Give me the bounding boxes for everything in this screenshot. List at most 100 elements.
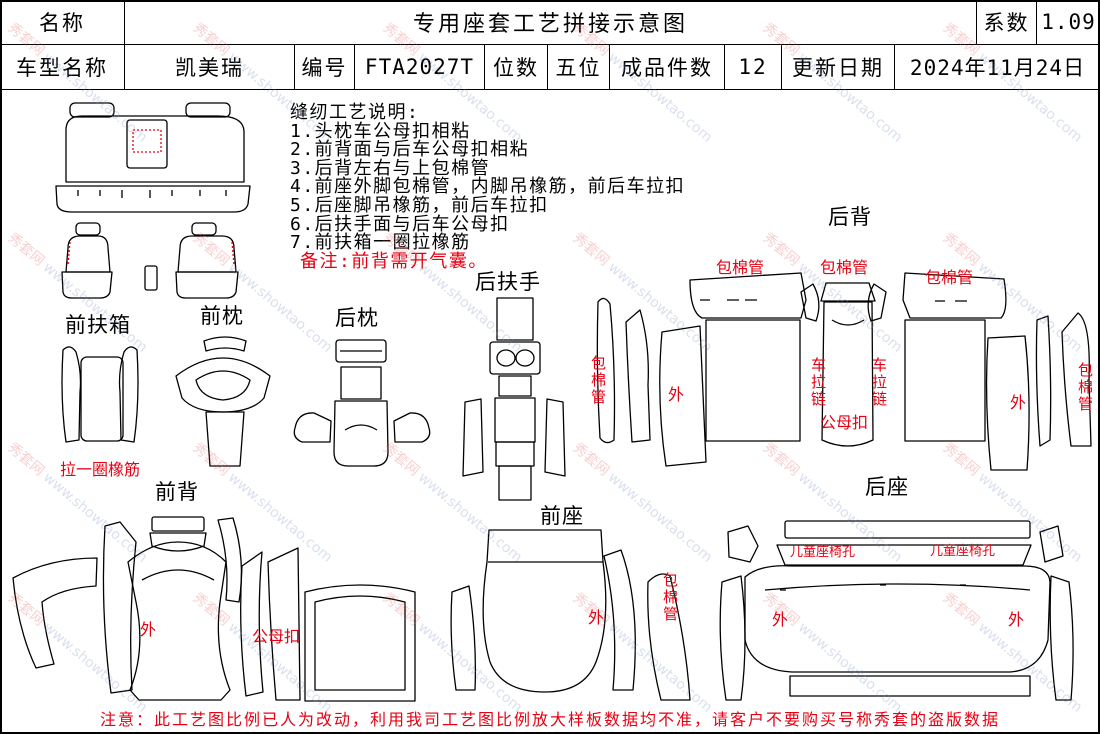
- front-box-left-strip: [61, 346, 82, 443]
- section-label-front-headrest: 前枕: [200, 304, 244, 328]
- front-seat-right-strip: [603, 549, 636, 691]
- annotation-piping-vertical: 包棉管: [589, 355, 607, 406]
- front-headrest-back: [205, 411, 245, 467]
- section-label-front-back: 前背: [155, 480, 199, 504]
- rear-back-right-side: [985, 335, 1030, 471]
- overview-cushion: [55, 185, 251, 213]
- rear-armrest-side-right: [544, 398, 566, 477]
- note-item: 4.前座外脚包棉管，内脚吊橡筋，前后车拉扣: [290, 176, 686, 198]
- notes-heading: 缝纫工艺说明:: [290, 102, 420, 123]
- rear-armrest-pieces: [462, 297, 566, 501]
- overview-front-left-back: [65, 235, 111, 273]
- front-back-right-curve-1: [240, 551, 264, 697]
- rear-armrest-cupholder-left: [496, 349, 516, 367]
- section-label-front-seat: 前座: [540, 504, 584, 528]
- rear-seat-cushion: [744, 565, 1051, 673]
- header-row-1: 名称 专用座套工艺拼接示意图 系数 1.09: [0, 0, 1100, 45]
- overview-front-right-back: [177, 235, 237, 273]
- annotation-outer: 外: [668, 385, 685, 404]
- pieces-value: 12: [725, 45, 782, 89]
- rear-seat-child-seat-strip: [776, 544, 1032, 566]
- note-item: 6.后扶手面与后车公母扣: [290, 213, 510, 235]
- rear-back-far-left-strip: [596, 297, 616, 444]
- overview-backrest: [65, 115, 245, 183]
- sewing-notes: 缝纫工艺说明: 1.头枕车公母扣相粘 2.前背面与后车公母扣相粘 3.后背左右与…: [290, 102, 686, 272]
- rear-back-center-flap-right: [867, 283, 887, 322]
- rear-seat-right-small: [1039, 525, 1064, 563]
- coefficient-label: 系数: [977, 0, 1037, 44]
- rear-headrest-top: [335, 339, 387, 363]
- rear-seat-cushion-seam: [764, 583, 1031, 591]
- annotation-outer: 外: [772, 610, 789, 629]
- annotation-outer: 外: [1008, 610, 1025, 629]
- model-value: 凯美瑞: [125, 45, 295, 89]
- annotation-piping: 包棉管: [925, 268, 974, 287]
- annotation-piping-vertical: 包棉管: [661, 572, 679, 623]
- note-item: 2.前背面与后车公母扣相粘: [290, 139, 530, 161]
- front-back-left-curve: [12, 557, 98, 669]
- front-seat-left-strip: [450, 585, 477, 691]
- rear-armrest-cupholder-right: [515, 349, 535, 367]
- rear-armrest-cupholder-panel: [489, 341, 541, 375]
- rear-seat-left-small: [727, 525, 759, 563]
- annotation-outer: 外: [1010, 393, 1027, 412]
- front-back-pieces: [12, 516, 416, 702]
- sheet-title: 专用座套工艺拼接示意图: [125, 0, 977, 44]
- overview-front-right-headrest: [191, 222, 217, 236]
- front-headrest-main: [175, 357, 271, 413]
- annotation-snap: 公母扣: [820, 413, 869, 432]
- rear-back-center-seam: [831, 319, 865, 326]
- notes-remark: 备注:前背需开气囊。: [300, 250, 488, 272]
- note-item: 5.后座脚吊橡筋，前后车拉扣: [290, 194, 549, 216]
- overview-headrest-left: [69, 102, 115, 118]
- note-item: 3.后背左右与上包棉管: [290, 157, 491, 179]
- annotation-zipper: 车拉链: [809, 357, 827, 408]
- note-item: 7.前扶箱一圈拉橡筋: [290, 232, 471, 254]
- annotation-child-seat-hole: 儿童座椅孔: [790, 545, 856, 560]
- front-seat-main: [482, 529, 607, 693]
- rear-back-right-top-panel: [902, 272, 1007, 319]
- model-label: 车型名称: [0, 45, 125, 89]
- rear-seat-top-strip: [784, 520, 1031, 539]
- overview-armrest: [126, 119, 168, 169]
- rear-armrest-front: [498, 375, 532, 397]
- rear-headrest-front-seam: [344, 424, 378, 431]
- front-back-headrest-band: [151, 516, 205, 532]
- rear-seat-left-side: [719, 575, 746, 701]
- front-back-right-small: [217, 517, 243, 603]
- section-label-rear-armrest: 后扶手: [475, 270, 541, 294]
- rear-seat-pieces: [719, 520, 1074, 701]
- rear-seat-cushion-marks: [780, 584, 966, 591]
- front-back-left-side: [102, 521, 137, 694]
- seats-value: 五位: [548, 45, 610, 89]
- front-box-right-strip: [118, 346, 139, 443]
- seats-label: 位数: [485, 45, 548, 89]
- coefficient-value: 1.09: [1041, 10, 1096, 34]
- rear-back-left-strip: [625, 309, 651, 443]
- section-label-front-armrest-box: 前扶箱: [65, 313, 131, 337]
- annotation-snap: 公母扣: [252, 627, 301, 646]
- overview-front-left-seat: [61, 271, 113, 299]
- rear-back-left-main: [705, 319, 801, 442]
- annotation-zipper: 车拉链: [870, 357, 888, 408]
- rear-back-center-main: [821, 301, 874, 447]
- front-seat-pieces: [450, 529, 691, 701]
- annotation-outer: 外: [588, 608, 605, 627]
- rear-back-center-top: [820, 282, 876, 302]
- annotation-piping: 包棉管: [716, 258, 765, 277]
- rear-headrest-middle: [340, 366, 382, 400]
- rear-armrest-side-left: [462, 398, 484, 477]
- rear-seat-right-side: [1049, 575, 1074, 701]
- rear-armrest-lower: [495, 441, 535, 467]
- front-headrest-cap: [203, 336, 247, 352]
- rear-back-center-flap-left: [800, 283, 820, 322]
- rear-headrest-side-left: [293, 412, 332, 443]
- rear-back-left-side: [659, 325, 707, 467]
- annotation-elastic: 拉一圈橡筋: [60, 460, 141, 479]
- front-back-right-curve-2: [267, 547, 301, 701]
- footer-notice: 注意：此工艺图比例已人为改动，利用我司工艺图比例放大样板数据均不准，请客户不要购…: [99, 710, 1000, 729]
- front-back-main-seam: [141, 569, 215, 581]
- front-seats-overview: [61, 222, 239, 299]
- code-value: FTA2027T: [355, 45, 485, 89]
